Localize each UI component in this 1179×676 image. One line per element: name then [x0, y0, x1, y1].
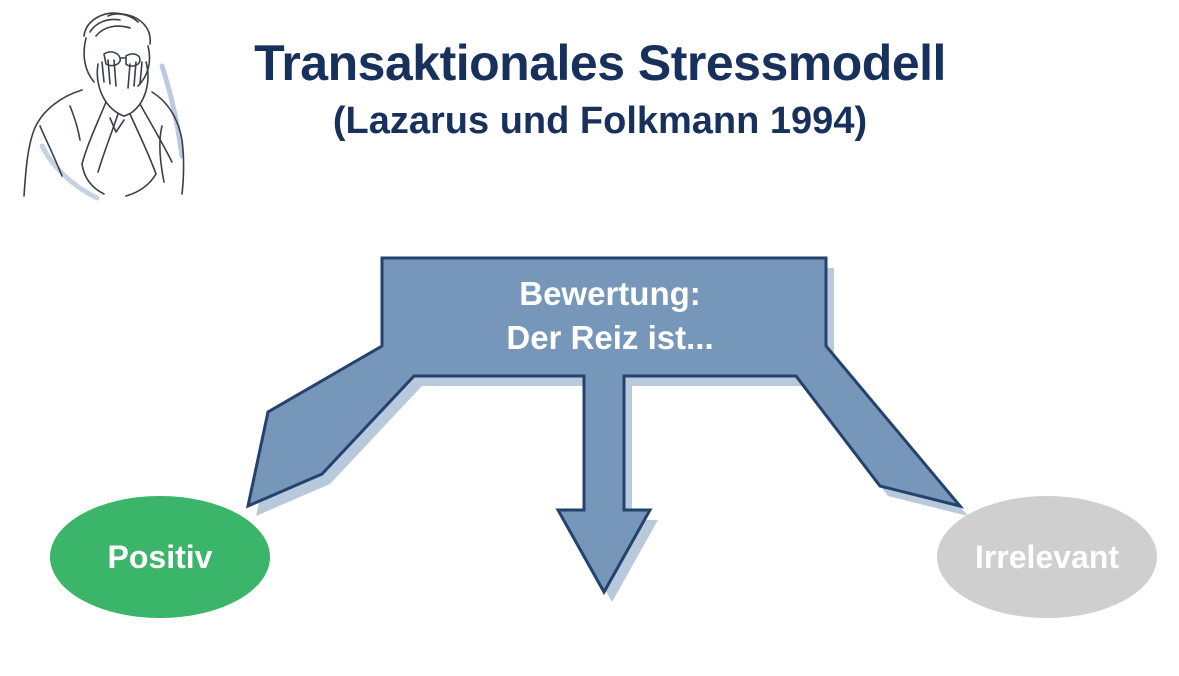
appraisal-arrow [245, 256, 965, 596]
positiv-label: Positiv [107, 539, 213, 575]
appraisal-box-arrow [245, 256, 965, 596]
irrelevant-label: Irrelevant [974, 539, 1120, 575]
appraisal-label-line-1: Bewertung: [519, 275, 701, 312]
page-title: Transaktionales Stressmodell [254, 35, 946, 91]
positiv-ellipse [50, 496, 270, 618]
irrelevant-ellipse [937, 496, 1157, 618]
appraisal-label-line-2: Der Reiz ist... [506, 319, 714, 356]
page-subtitle: (Lazarus und Folkmann 1994) [332, 100, 868, 142]
stressed-man-icon [23, 12, 185, 201]
